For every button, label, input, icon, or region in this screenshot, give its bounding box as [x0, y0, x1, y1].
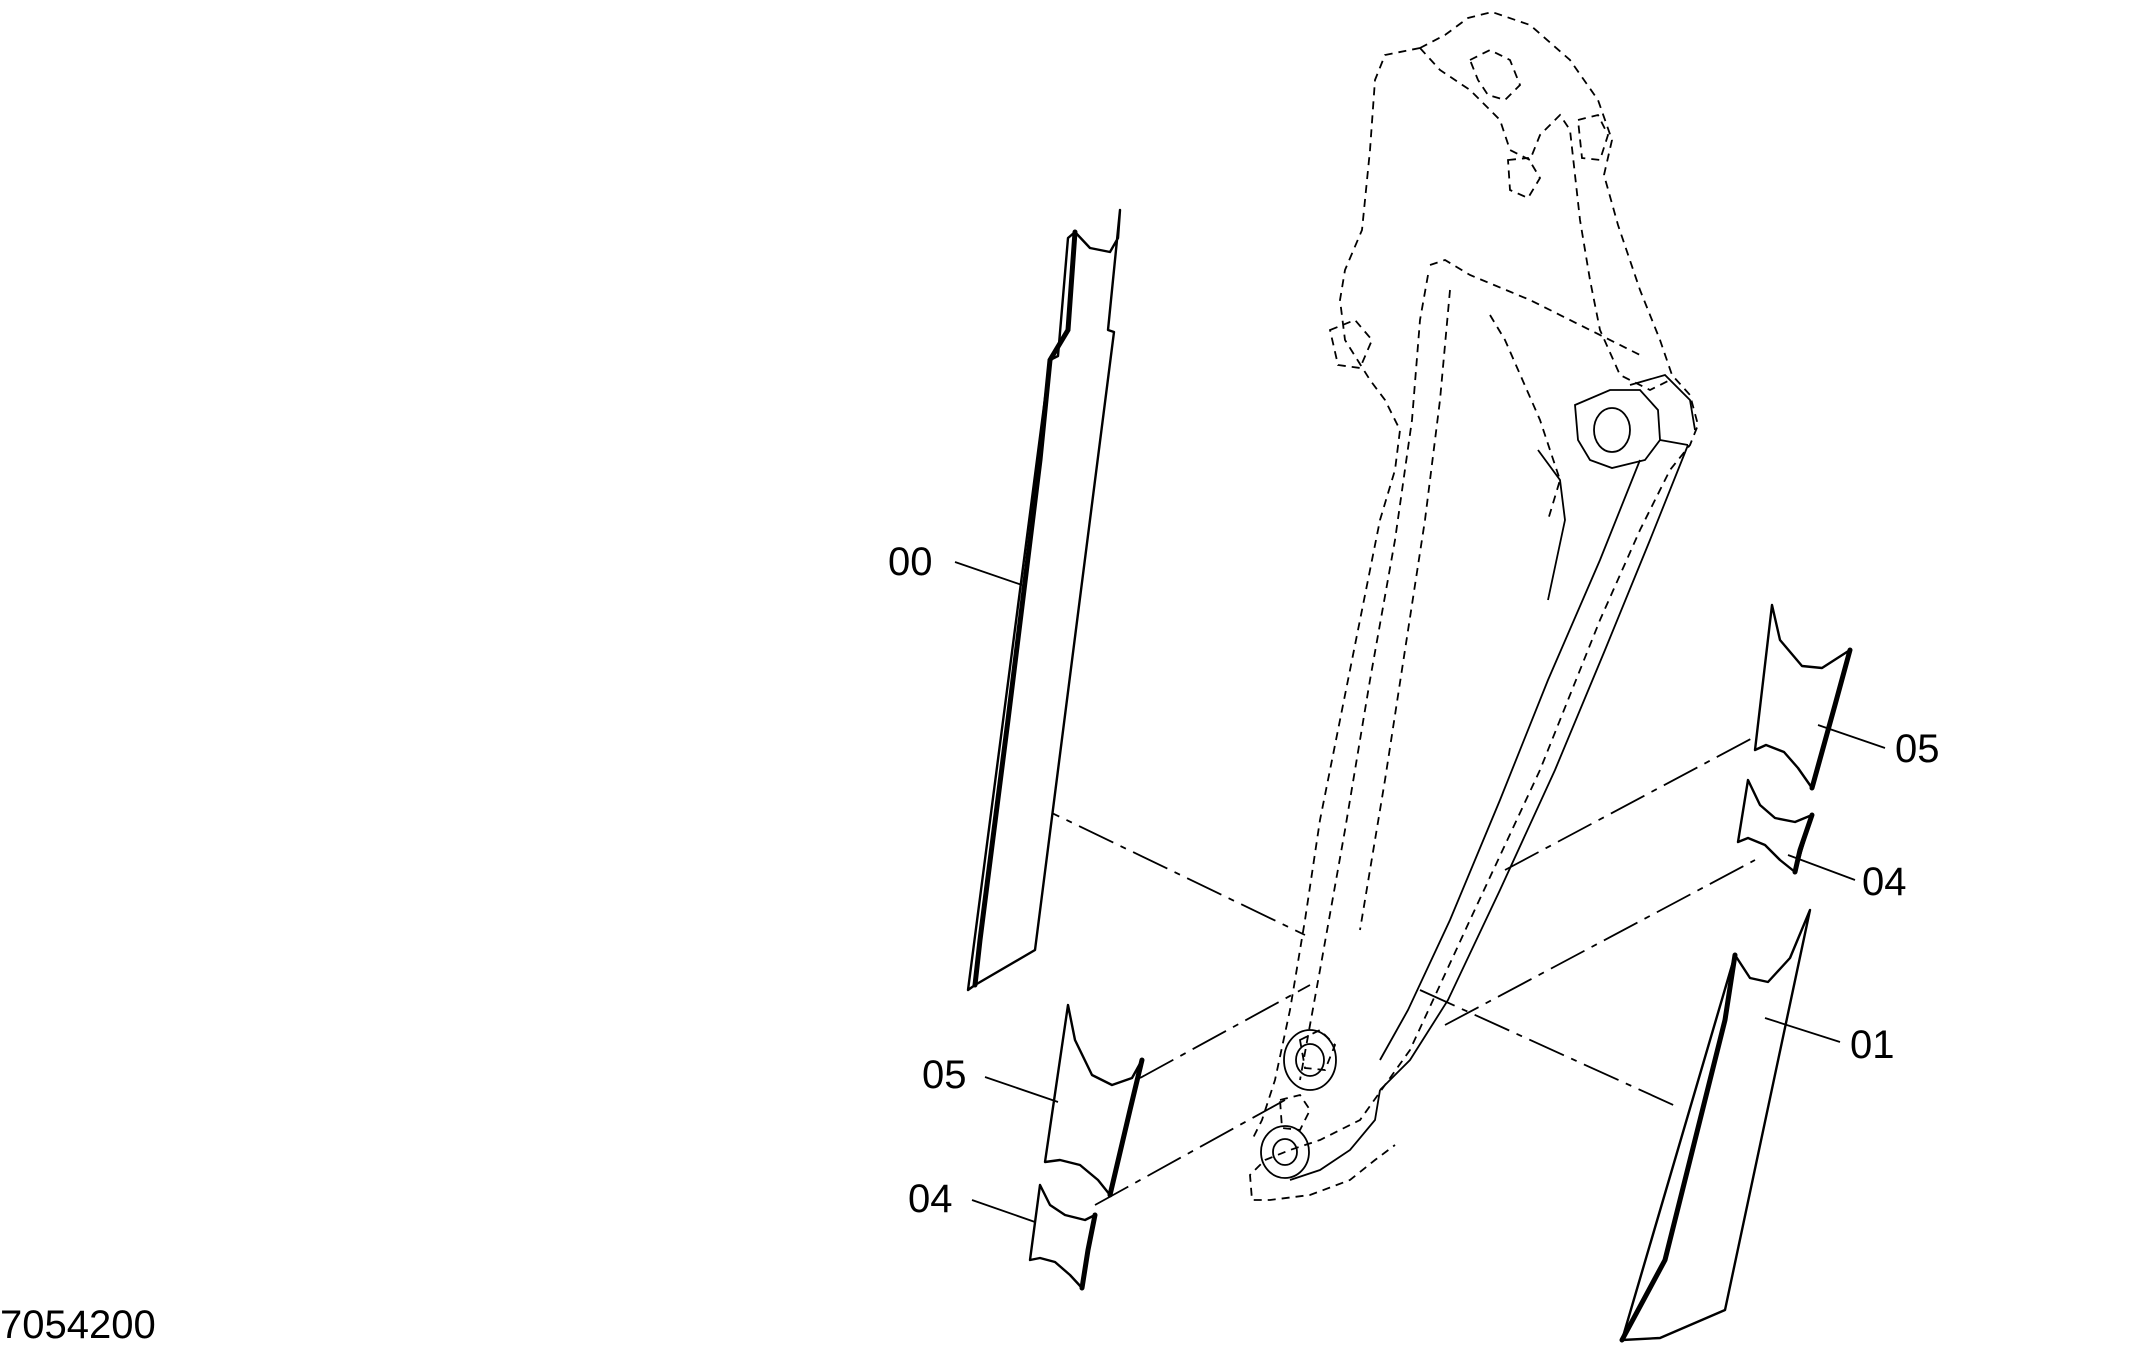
callout-00: 00: [888, 540, 933, 584]
leader-05-left: [984, 1076, 1059, 1103]
leader-05-right: [1817, 724, 1886, 749]
callout-01: 01: [1850, 1023, 1895, 1067]
callout-leaders: [954, 561, 1886, 1223]
part-05-saddle-plate-right: [1753, 603, 1853, 791]
callout-05-left: 05: [922, 1053, 967, 1097]
center-lines: [1024, 717, 1791, 1206]
callout-05-right: 05: [1895, 727, 1940, 771]
part-00-long-plate: [966, 208, 1122, 992]
leader-00: [954, 561, 1023, 586]
part-05-saddle-plate-left: [1043, 1003, 1145, 1198]
boom-arm-solid: [1260, 373, 1696, 1181]
callout-labels: 00 01 04 05 04 05: [888, 540, 1940, 1221]
callout-04-right: 04: [1862, 860, 1907, 904]
leader-04-left: [971, 1199, 1036, 1223]
part-04-small-saddle-right: [1736, 778, 1815, 875]
drawing-number: 7054200: [0, 1303, 156, 1345]
part-04-small-saddle-left: [1028, 1183, 1098, 1291]
leader-04-right: [1787, 854, 1856, 881]
callout-04-left: 04: [908, 1177, 953, 1221]
part-01-long-plate: [1619, 908, 1812, 1343]
leader-01: [1764, 1017, 1841, 1043]
boom-arm-outline: [1249, 11, 1699, 1201]
